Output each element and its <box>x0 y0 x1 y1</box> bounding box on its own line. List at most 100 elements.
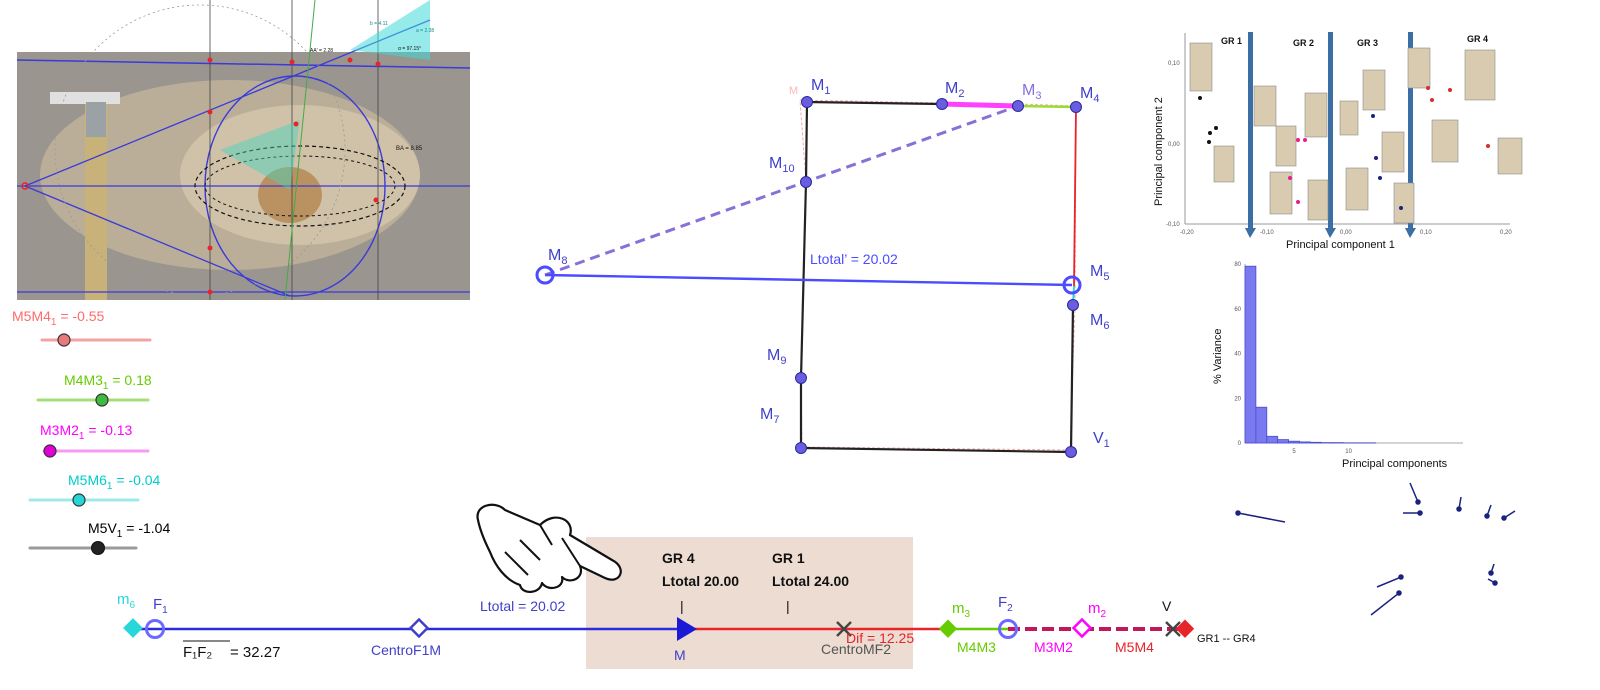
svg-text:M10: M10 <box>769 155 795 175</box>
svg-text:GR 4: GR 4 <box>662 550 695 566</box>
slider-m5m4[interactable]: M5M41 = -0.55 <box>12 308 152 347</box>
point-v1[interactable]: V1 <box>1065 430 1110 458</box>
scree-bar <box>1244 265 1257 444</box>
point-m7[interactable]: M7 <box>760 406 807 454</box>
slider-knob[interactable] <box>57 333 71 347</box>
point-m8[interactable]: M8 <box>535 247 567 285</box>
point-m5[interactable]: M5 <box>1062 263 1109 295</box>
point-centro-mf2[interactable]: Dif = 12.25 CentroMF2 <box>821 621 914 657</box>
svg-text:M4M3: M4M3 <box>957 639 996 655</box>
point-m9[interactable]: M9 <box>767 347 807 384</box>
slider-m5m6[interactable]: M5M61 = -0.04 <box>28 472 161 507</box>
point-m1[interactable]: M1 M <box>789 77 830 108</box>
svg-text:V1: V1 <box>1093 430 1110 450</box>
svg-text:M4M31 = 0.18: M4M31 = 0.18 <box>64 372 152 392</box>
svg-text:a = 2.38: a = 2.38 <box>416 28 434 34</box>
hand-cursor-icon <box>476 503 622 593</box>
svg-text:= 32.27: = 32.27 <box>230 644 280 661</box>
scree-bar <box>1310 441 1322 444</box>
slider-knob[interactable] <box>95 393 109 407</box>
svg-text:M6: M6 <box>1090 312 1109 332</box>
svg-text:M5V1 = -1.04: M5V1 = -1.04 <box>88 520 170 540</box>
svg-text:GR 1: GR 1 <box>772 550 805 566</box>
svg-text:M3: M3 <box>1022 82 1041 102</box>
svg-text:F₁F₂: F₁F₂ <box>183 644 212 661</box>
scree-ytick: 20 <box>1234 396 1241 402</box>
svg-text:M4: M4 <box>1080 85 1099 105</box>
pca-xlabel: Principal component 1 <box>1286 239 1395 251</box>
svg-text:M: M <box>789 85 798 97</box>
scree-xtick: 5 <box>1292 449 1296 455</box>
slider-knob[interactable] <box>72 493 86 507</box>
pca-group-label: GR 3 <box>1357 38 1378 48</box>
svg-text:CentroF1M: CentroF1M <box>371 642 441 658</box>
scree-ytick: 60 <box>1234 307 1241 313</box>
svg-text:b = 4.11: b = 4.11 <box>370 21 388 27</box>
slider-knob[interactable] <box>91 541 105 555</box>
point-centro-f1m[interactable]: CentroF1M <box>371 617 441 658</box>
scree-ytick: 0 <box>1238 441 1242 447</box>
svg-text:M5M41 = -0.55: M5M41 = -0.55 <box>12 308 105 328</box>
svg-text:M7: M7 <box>760 406 779 426</box>
svg-text:0,10: 0,10 <box>1420 230 1432 236</box>
scree-bar <box>1255 406 1268 444</box>
svg-text:-0,10: -0,10 <box>1260 230 1274 236</box>
point-m2-line[interactable]: m2 M3M2 <box>1034 600 1107 655</box>
svg-text:AA' = 2.28: AA' = 2.28 <box>310 48 333 54</box>
gr1-marker: GR 1 Ltotal 24.00 | <box>772 550 849 614</box>
loading-vectors <box>1235 482 1516 616</box>
svg-text:Ltotal 20.00: Ltotal 20.00 <box>662 573 739 589</box>
point-m3[interactable]: M3 <box>1012 82 1042 112</box>
pca-group-label: GR 1 <box>1221 36 1242 46</box>
svg-text:0,00: 0,00 <box>1168 142 1180 148</box>
svg-text:-0,20: -0,20 <box>1180 230 1194 236</box>
svg-text:m3: m3 <box>952 600 971 620</box>
pca-group-label: GR 2 <box>1293 38 1314 48</box>
svg-text:0,00: 0,00 <box>1340 230 1352 236</box>
point-m3-line[interactable]: m3 M4M3 <box>938 600 996 655</box>
svg-text:0,20: 0,20 <box>1500 230 1512 236</box>
ltotal-label: Ltotal = 20.02 <box>480 598 565 614</box>
svg-text:α = 97.15°: α = 97.15° <box>398 46 421 52</box>
slider-m4m3[interactable]: M4M31 = 0.18 <box>36 372 152 407</box>
scree-bar <box>1277 439 1289 444</box>
slider-m5v[interactable]: M5V1 = -1.04 <box>28 520 170 555</box>
point-m-line[interactable]: M <box>674 617 697 663</box>
svg-text:Ltotal 24.00: Ltotal 24.00 <box>772 573 849 589</box>
scree-ytick: 80 <box>1234 262 1241 268</box>
scree-bars <box>1244 265 1377 444</box>
point-m6[interactable]: M6 <box>1067 299 1110 333</box>
svg-text:M3M2: M3M2 <box>1034 639 1073 655</box>
point-f1[interactable]: F1 <box>145 596 169 639</box>
point-v-line[interactable]: V M5M4 <box>1115 598 1181 655</box>
point-f2[interactable]: F2 <box>998 594 1018 639</box>
svg-text:GR1 -- GR4: GR1 -- GR4 <box>1197 633 1256 645</box>
point-m4[interactable]: M4 <box>1070 85 1100 113</box>
pca-group-label: GR 4 <box>1467 34 1488 44</box>
svg-text:M5M61 = -0.04: M5M61 = -0.04 <box>68 472 161 492</box>
svg-text:m2: m2 <box>1088 600 1107 620</box>
scree-ylabel: % Variance <box>1212 329 1224 384</box>
svg-text:F1: F1 <box>153 596 168 616</box>
scree-bar <box>1299 441 1311 444</box>
point-m6-line[interactable]: m6 <box>117 591 143 638</box>
point-end-line[interactable]: GR1 -- GR4 <box>1175 619 1256 645</box>
slider-knob[interactable] <box>43 444 57 458</box>
scree-bar <box>1266 435 1279 444</box>
svg-text:M5M4: M5M4 <box>1115 639 1154 655</box>
svg-text:M2: M2 <box>945 80 964 100</box>
svg-text:0,10: 0,10 <box>1168 61 1180 67</box>
ltotal-prime-label: Ltotal’ = 20.02 <box>810 251 898 267</box>
svg-text:CentroMF2: CentroMF2 <box>821 641 891 657</box>
slider-m3m2[interactable]: M3M21 = -0.13 <box>40 422 150 458</box>
svg-text:Dif = 12.25: Dif = 12.25 <box>846 630 914 646</box>
pca-ylabel: Principal component 2 <box>1153 97 1165 206</box>
point-m10[interactable]: M10 <box>769 155 812 188</box>
svg-text:F2: F2 <box>998 594 1013 614</box>
svg-text:M: M <box>674 647 686 663</box>
point-m2[interactable]: M2 <box>936 80 965 110</box>
svg-text:V: V <box>1162 598 1172 614</box>
